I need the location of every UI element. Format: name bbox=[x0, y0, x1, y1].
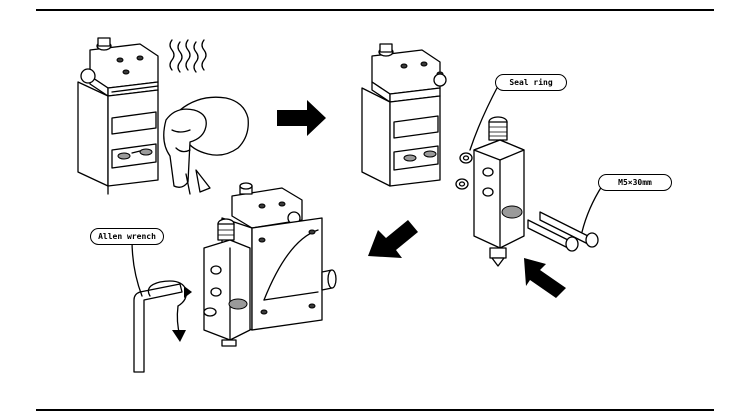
bottom-rule bbox=[36, 409, 714, 411]
step3-assembled-head bbox=[203, 182, 337, 347]
step1-extruder-block bbox=[77, 37, 159, 195]
top-rule bbox=[36, 9, 714, 11]
seal-ring-icon bbox=[455, 85, 499, 190]
heat-wave-icon bbox=[169, 39, 207, 73]
rotate-icon bbox=[147, 280, 192, 342]
nozzle-heater-block bbox=[473, 116, 525, 267]
allen-wrench-callout: Allen wrench bbox=[90, 228, 164, 245]
hand-with-cloth-icon bbox=[163, 96, 249, 195]
seal-ring-callout: Seal ring bbox=[495, 74, 567, 91]
screw-icon bbox=[527, 185, 603, 252]
arrow-right-icon bbox=[277, 100, 326, 136]
screw-callout: M5×30mm bbox=[598, 174, 672, 191]
arrow-down-left-icon bbox=[368, 220, 418, 258]
allen-wrench-icon bbox=[131, 239, 183, 373]
arrow-up-left-icon bbox=[524, 258, 566, 298]
step2-extruder-block bbox=[361, 43, 447, 187]
